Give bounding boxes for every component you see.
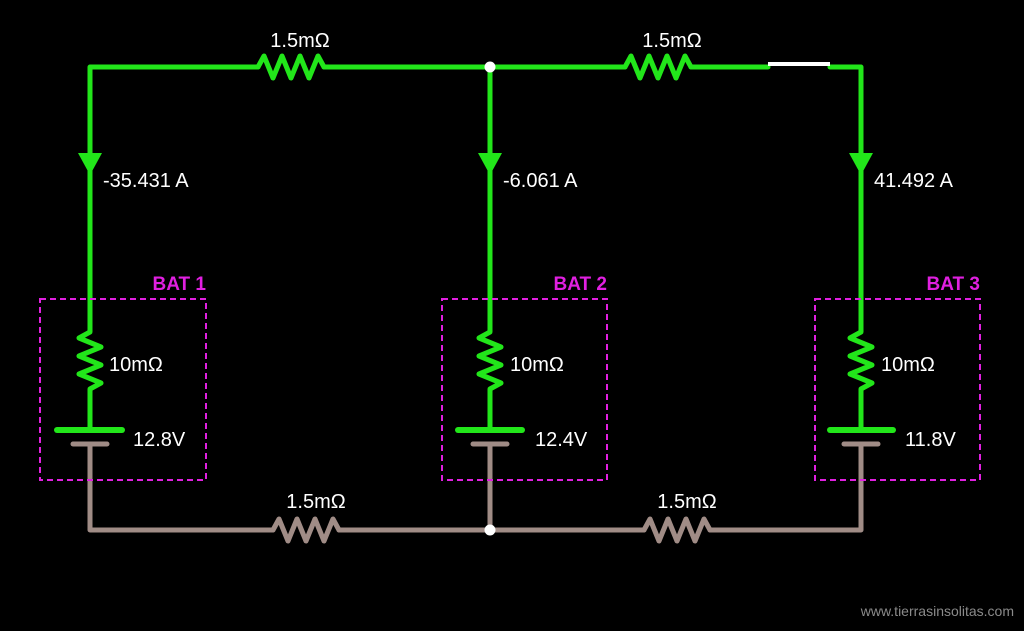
bat3-name: BAT 3 xyxy=(927,274,980,295)
battery-boxes xyxy=(39,298,981,481)
branch-2-current: -6.061 A xyxy=(503,170,578,192)
top-rail-wire-end xyxy=(827,64,864,323)
bat3-internal-resistor xyxy=(847,317,875,431)
top-resistor-2-zigzag xyxy=(622,53,694,81)
current-arrow-2-icon xyxy=(478,153,502,175)
watermark: www.tierrasinsolitas.com xyxy=(860,603,1014,619)
top-junction-node xyxy=(484,61,496,73)
bottom-resistor-2-zigzag xyxy=(641,516,713,544)
top-resistor-2-label: 1.5mΩ xyxy=(642,30,701,52)
bat2-voltage: 12.4V xyxy=(535,429,588,451)
bottom-rail-wire-right xyxy=(707,441,864,533)
bat2-internal-resistor xyxy=(476,317,504,431)
current-arrow-1-icon xyxy=(78,153,102,175)
bat1-box xyxy=(39,298,207,481)
bottom-resistor-2-label: 1.5mΩ xyxy=(657,491,716,513)
bottom-junction-node xyxy=(484,524,496,536)
top-resistor-1-zigzag xyxy=(255,53,327,81)
branch-1-current: -35.431 A xyxy=(103,170,189,192)
bat1-internal-resistor xyxy=(76,317,104,431)
bottom-resistor-1-label: 1.5mΩ xyxy=(286,491,345,513)
bottom-resistor-1-zigzag xyxy=(270,516,342,544)
current-arrow-3-icon xyxy=(849,153,873,175)
bat2-name: BAT 2 xyxy=(554,274,607,295)
bat3-internal-resistance: 10mΩ xyxy=(881,354,935,376)
positive-network xyxy=(54,53,896,433)
branch-3-current: 41.492 A xyxy=(874,170,954,192)
top-rail-wire-left xyxy=(87,64,261,323)
top-resistor-1-label: 1.5mΩ xyxy=(270,30,329,52)
bottom-rail-wire-left xyxy=(87,441,276,533)
bat3-voltage: 11.8V xyxy=(905,429,956,451)
bat1-voltage: 12.8V xyxy=(133,429,186,451)
bat3-box xyxy=(814,298,981,481)
bat1-name: BAT 1 xyxy=(153,274,207,295)
bat2-box xyxy=(441,298,608,481)
bat1-internal-resistance: 10mΩ xyxy=(109,354,163,376)
negative-network xyxy=(70,441,881,544)
bat2-internal-resistance: 10mΩ xyxy=(510,354,564,376)
